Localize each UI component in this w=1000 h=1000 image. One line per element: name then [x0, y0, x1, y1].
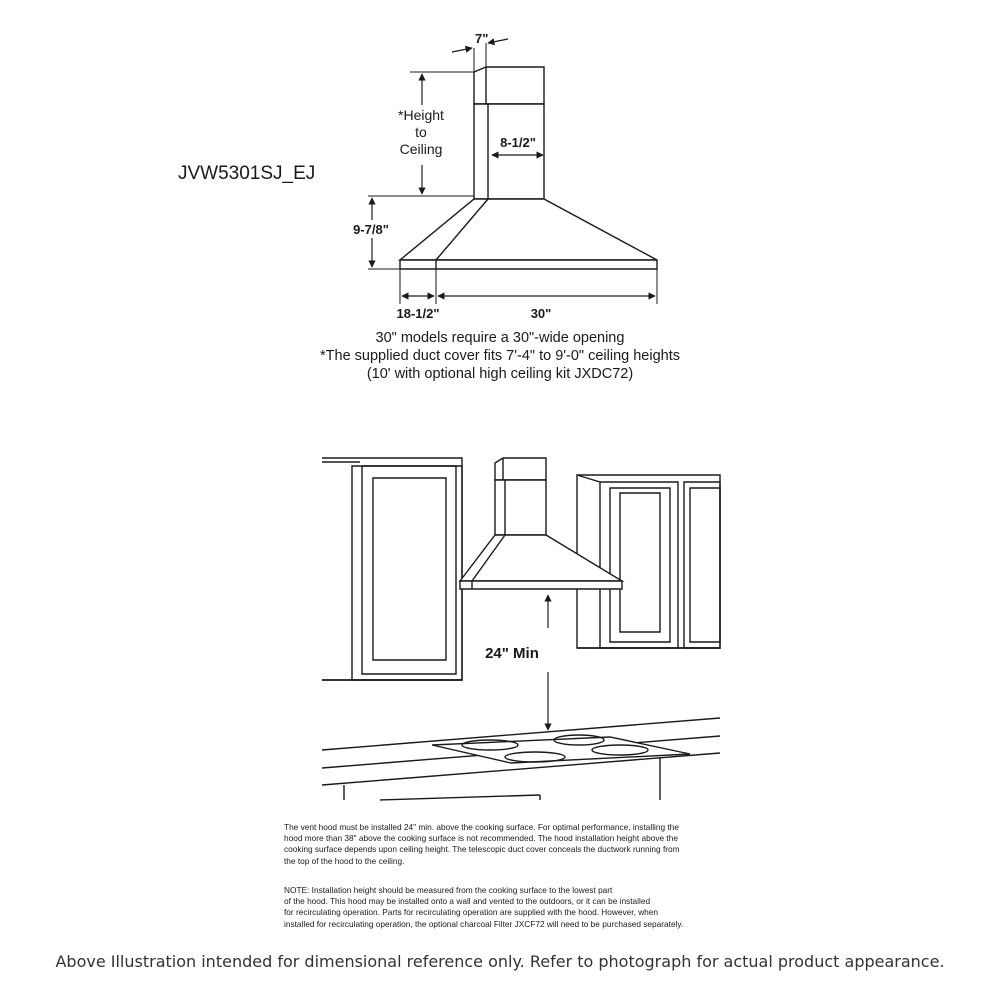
- installation-note: The vent hood must be installed 24" min.…: [284, 822, 832, 867]
- height-to-ceiling-line-1: *Height: [398, 107, 444, 123]
- note-line: for recirculating operation. Parts for r…: [284, 907, 659, 918]
- note-line: hood more than 38" above the cooking sur…: [284, 833, 678, 844]
- height-to-ceiling-line-2: to: [415, 124, 427, 140]
- caption-line: 30" models require a 30"-wide opening: [375, 330, 625, 346]
- hood-height-label: 9-7/8": [353, 222, 389, 237]
- note-line: cooking surface depends upon ceiling hei…: [284, 844, 680, 855]
- caption-line: (10' with optional high ceiling kit JXDC…: [366, 366, 634, 382]
- cooktop: [431, 734, 691, 764]
- installed-hood: [458, 457, 625, 590]
- right-wall-cabinet: [576, 474, 721, 649]
- clearance-label: 24" Min: [485, 645, 539, 662]
- model-number: JVW5301SJ_EJ: [178, 163, 315, 184]
- note-line: the top of the hood to the ceiling.: [284, 855, 405, 866]
- disclaimer: Above Illustration intended for dimensio…: [55, 952, 945, 971]
- note-line: The vent hood must be installed 24" min.…: [284, 822, 679, 832]
- dimension-caption: 30" models require a 30"-wide opening *T…: [320, 329, 680, 383]
- hood-dimension-drawing: [368, 38, 658, 304]
- duct-width-label: 8-1/2": [500, 135, 536, 150]
- installation-drawing: [321, 457, 721, 801]
- hood-width-label: 30": [531, 306, 552, 321]
- hood-depth-label: 18-1/2": [396, 306, 439, 321]
- duct-depth-label: 7": [475, 31, 488, 46]
- caption-line: *The supplied duct cover fits 7'-4" to 9…: [320, 348, 680, 364]
- left-wall-cabinet: [322, 457, 463, 681]
- height-to-ceiling-line-3: Ceiling: [400, 141, 443, 157]
- note-line: of the hood. This hood may be installed …: [284, 896, 651, 907]
- note-line: installed for recirculating operation, t…: [284, 918, 684, 929]
- note-line: NOTE: Installation height should be meas…: [284, 885, 613, 895]
- recirculation-note: NOTE: Installation height should be meas…: [284, 885, 832, 930]
